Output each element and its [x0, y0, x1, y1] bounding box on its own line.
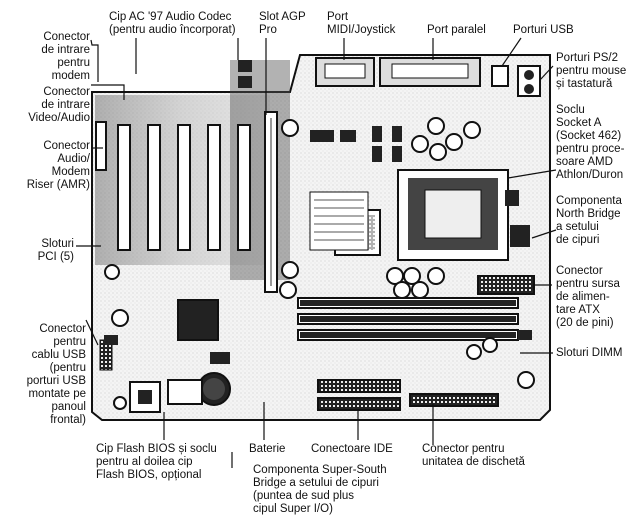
cpu-socket-shape [397, 169, 509, 261]
floppy-connector-label: Conector pentru unitatea de dischetă [422, 443, 525, 468]
usb-ports-shape [491, 65, 509, 87]
south-bridge-label: Componenta Super-South Bridge a setului … [253, 464, 387, 515]
amr-connector-label: Conector Audio/ Modem Riser (AMR) [26, 140, 90, 191]
callout-lines [76, 37, 557, 468]
pci-slots [117, 124, 251, 251]
agp-slot-label: Slot AGP Pro [259, 11, 306, 36]
ide-connectors-shape [317, 379, 401, 411]
battery-shape [197, 372, 231, 406]
ide-connectors-label: Conectoare IDE [311, 443, 393, 455]
parallel-port-label: Port paralel [427, 24, 486, 36]
agp-slot [264, 111, 278, 293]
usb-ports-label: Porturi USB [513, 24, 574, 36]
amr-slot [95, 121, 107, 171]
video-audio-input-label: Conector de intrare Video/Audio [28, 86, 90, 124]
atx-connector-shape [477, 275, 535, 295]
north-bridge-label: Componenta North Bridge a setului de cip… [556, 195, 622, 246]
heatsink-shape [309, 191, 369, 251]
capacitors [104, 117, 535, 410]
cpu-socket-label: Soclu Socket A (Socket 462) pentru proce… [556, 104, 625, 181]
ps2-ports-shape [517, 65, 541, 97]
dimm-slots-label: Sloturi DIMM [556, 347, 623, 359]
south-bridge-shape [177, 299, 219, 341]
midi-port-label: Port MIDI/Joystick [327, 11, 396, 36]
floppy-connector-shape [409, 393, 499, 407]
usb-cable-connector-label: Conector pentru cablu USB (pentru portur… [26, 323, 86, 426]
audio-jacks-shape [238, 60, 252, 88]
battery-label: Baterie [249, 443, 286, 455]
parallel-port-shape [379, 57, 481, 87]
midi-port-shape [315, 57, 375, 87]
dimm-slots [297, 297, 519, 341]
pci-slots-label: Sloturi PCI (5) [37, 238, 74, 263]
small-chips [104, 126, 532, 364]
ps2-ports-label: Porturi PS/2 pentru mouse și tastatură [556, 52, 627, 90]
modem-input-connector-label: Conector de intrare pentru modem [41, 31, 90, 82]
flash-bios-shape [129, 379, 203, 413]
flash-bios-label: Cip Flash BIOS și soclu pentru al doilea… [96, 443, 217, 481]
ac97-codec-label: Cip AC '97 Audio Codec (pentru audio înc… [109, 11, 236, 36]
atx-power-connector-label: Conector pentru sursa de alimen- tare AT… [556, 265, 620, 329]
